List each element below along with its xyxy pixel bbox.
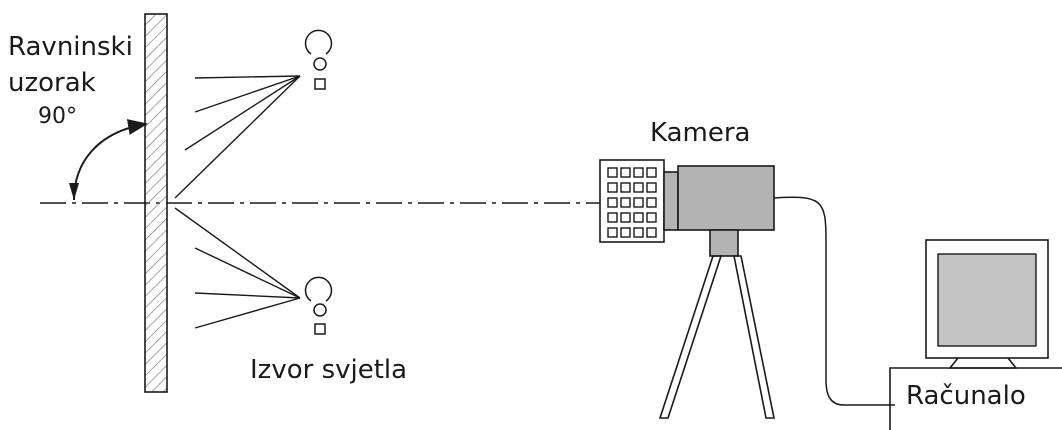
- tripod-icon: [658, 229, 775, 419]
- camera-icon: [599, 159, 775, 243]
- light-source-label: Izvor svjetla: [250, 355, 408, 385]
- angle-arrow-bottom: [69, 183, 79, 200]
- data-cable: [773, 196, 895, 406]
- angle-label: 90°: [38, 104, 77, 129]
- camera-lens-grid: [607, 167, 657, 238]
- lower-light-bulb-icon: [304, 276, 333, 335]
- computer-label: Računalo: [906, 381, 1026, 411]
- computer-box: [889, 367, 1062, 430]
- upper-light-rays: [174, 75, 301, 199]
- planar-sample-plate: [144, 13, 168, 393]
- sample-label-line1: Ravninski: [8, 32, 133, 62]
- angle-arc: [73, 119, 148, 201]
- camera-collar: [663, 171, 679, 231]
- monitor-icon: [925, 239, 1049, 369]
- upper-light-bulb-icon: [304, 29, 333, 90]
- camera-body: [677, 165, 775, 231]
- lower-light-rays: [174, 207, 301, 329]
- sample-label-line2: uzorak: [8, 68, 96, 98]
- camera-label: Kamera: [650, 118, 751, 148]
